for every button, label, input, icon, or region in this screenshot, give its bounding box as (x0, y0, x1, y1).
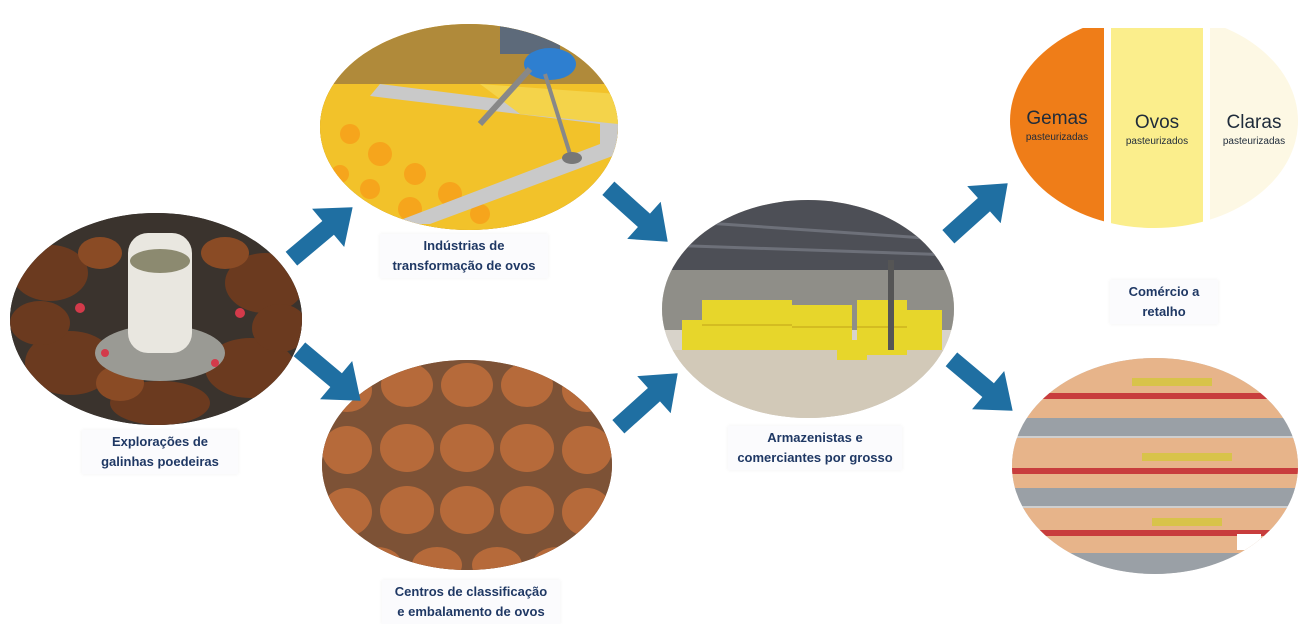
warehouse-image (662, 200, 954, 418)
pasteurized-products-image: Gemas pasteurizadas Ovos pasteurizados C… (1010, 14, 1298, 228)
ovos-sub: pasteurizados (1125, 136, 1189, 147)
egg-processing-image (320, 24, 618, 230)
ovos-carton: Ovos pasteurizados (1111, 28, 1203, 228)
arrow-grading-to-wholesale (601, 354, 695, 446)
hen-farm-image (10, 213, 302, 425)
gemas-sub: pasteurizadas (1025, 132, 1089, 143)
hen-farm-label: Explorações de galinhas poedeiras (82, 430, 238, 474)
arrow-farm-to-processing (275, 188, 369, 278)
claras-sub: pasteurizadas (1222, 136, 1286, 147)
supermarket-shelves-image (1012, 358, 1298, 574)
claras-carton: Claras pasteurizadas (1210, 28, 1298, 228)
egg-grading-image (322, 360, 612, 570)
gemas-carton: Gemas pasteurizadas (1010, 28, 1104, 228)
retail-label: Comércio a retalho (1110, 280, 1218, 324)
arrow-processing-to-wholesale (591, 169, 685, 261)
gemas-title: Gemas (1026, 108, 1088, 129)
processing-label: Indústrias de transformação de ovos (380, 234, 548, 278)
arrow-wholesale-to-shelves (935, 340, 1029, 430)
ovos-title: Ovos (1134, 112, 1180, 133)
grading-label: Centros de classificação e embalamento d… (382, 580, 560, 624)
claras-title: Claras (1226, 112, 1282, 133)
wholesale-label: Armazenistas e comerciantes por grosso (728, 426, 902, 470)
